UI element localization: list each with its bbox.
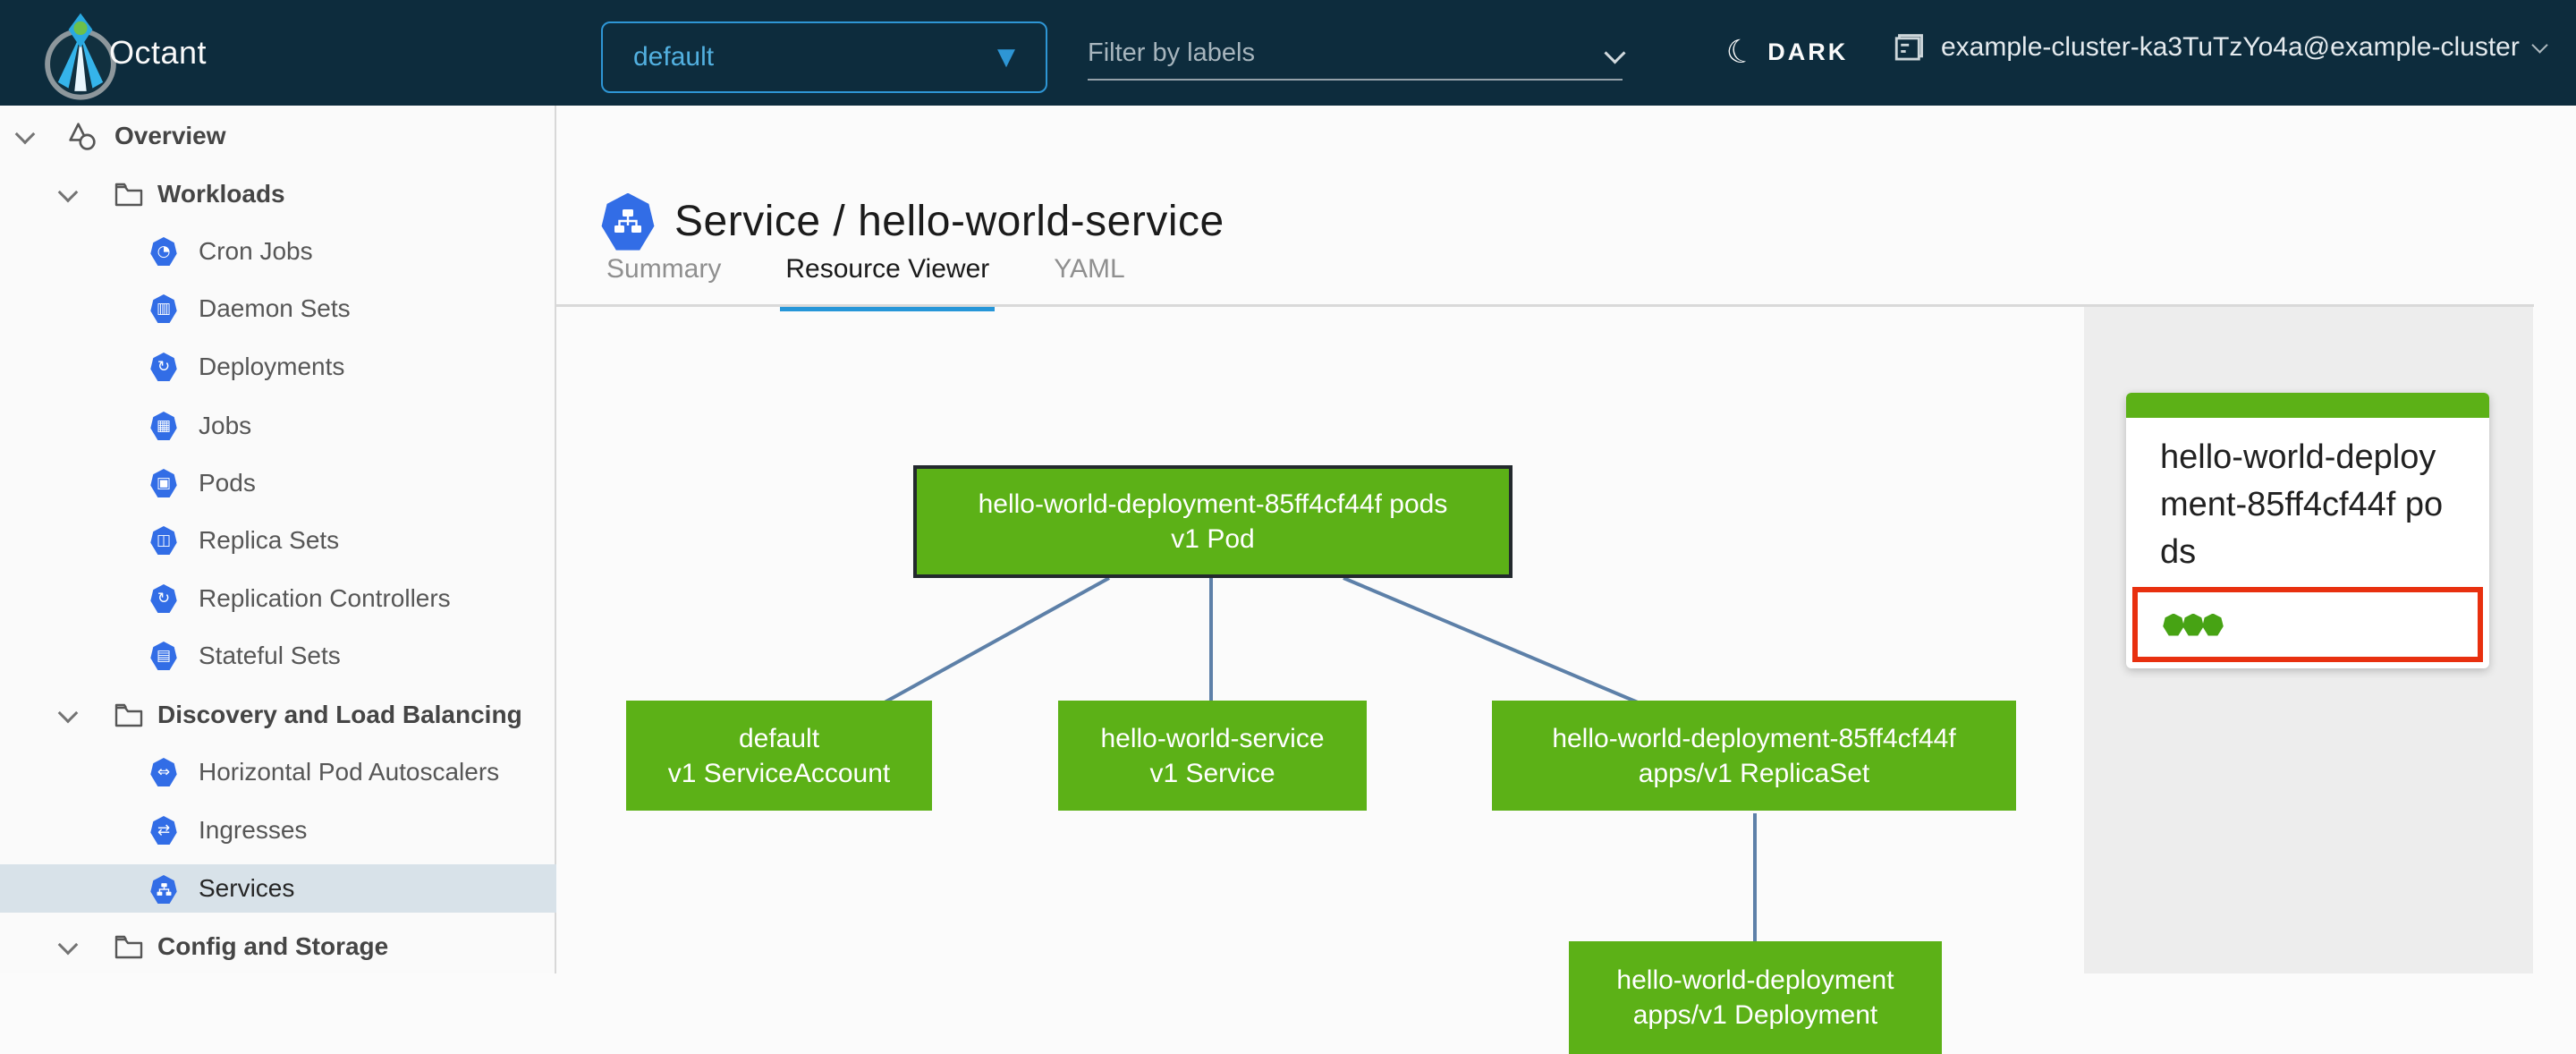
resource-graph: hello-world-deployment-85ff4cf44f pods v… <box>556 307 2084 1054</box>
replica-sets-icon: ◫ <box>150 526 177 555</box>
chevron-down-icon[interactable] <box>57 702 79 724</box>
detail-panel: hello-world-deployment-85ff4cf44f pods <box>2084 307 2533 973</box>
page-title: Service / hello-world-service <box>674 198 1224 246</box>
pod-status-box[interactable] <box>2132 587 2483 662</box>
context-value: example-cluster-ka3TuTzYo4a@example-clus… <box>1941 32 2520 62</box>
label-filter-input[interactable]: Filter by labels <box>1088 27 1626 81</box>
sidebar-item-label: Stateful Sets <box>199 642 341 669</box>
sidebar-item-label: Pods <box>199 469 256 497</box>
horizontal-pod-autoscalers-icon: ⇔ <box>150 758 177 786</box>
sidebar-item-label: Cron Jobs <box>199 237 313 265</box>
graph-edges <box>884 576 1757 941</box>
sidebar-item-horizontal-pod-autoscalers[interactable]: ⇔ Horizontal Pod Autoscalers <box>0 747 556 797</box>
replication-controllers-icon: ↻ <box>150 584 177 613</box>
tab-divider <box>556 304 2534 307</box>
node-label: hello-world-deployment <box>1616 965 1894 995</box>
app-header: Octant default ▼ Filter by labels ☾ DARK… <box>0 0 2576 106</box>
sidebar-item-label: Horizontal Pod Autoscalers <box>199 758 500 786</box>
node-sublabel: apps/v1 Deployment <box>1632 1000 1878 1030</box>
node-sublabel: v1 Service <box>1149 758 1275 788</box>
moon-icon: ☾ <box>1722 30 1759 74</box>
node-sublabel: v1 Pod <box>1171 524 1255 554</box>
page-head: Service / hello-world-service <box>601 168 1224 275</box>
overview-icon <box>64 118 100 158</box>
namespace-selector[interactable]: default ▼ <box>601 21 1047 93</box>
sidebar-item-label: Jobs <box>199 412 252 439</box>
deployments-icon: ↻ <box>150 353 177 381</box>
octant-logo <box>34 7 127 100</box>
app-title: Octant <box>109 34 208 71</box>
tab-yaml[interactable]: YAML <box>1054 254 1125 284</box>
sidebar-item-label: Ingresses <box>199 816 308 844</box>
tab-bar: Summary Resource Viewer YAML <box>601 254 1131 311</box>
chevron-down-icon <box>2531 36 2548 54</box>
node-label: hello-world-deployment-85ff4cf44f <box>1552 723 1956 753</box>
graph-node-serviceaccount[interactable]: default v1 ServiceAccount <box>626 701 932 811</box>
selected-node-card: hello-world-deployment-85ff4cf44f pods <box>2126 393 2489 668</box>
sidebar-item-replica-sets[interactable]: ◫ Replica Sets <box>0 515 556 565</box>
sidebar-item-label: Workloads <box>157 180 285 208</box>
daemon-sets-icon: ▥ <box>150 294 177 323</box>
sidebar-item-overview[interactable]: Overview <box>0 111 556 161</box>
node-label: hello-world-service <box>1100 723 1325 753</box>
theme-toggle-button[interactable]: ☾ DARK <box>1722 30 1849 74</box>
graph-node-pod[interactable]: hello-world-deployment-85ff4cf44f pods v… <box>913 465 1513 578</box>
pod-ok-dot <box>2182 613 2204 636</box>
pod-ok-dot <box>2163 613 2184 636</box>
folder-icon <box>113 701 145 734</box>
namespace-value: default <box>633 42 715 72</box>
sidebar-item-pods[interactable]: ▣ Pods <box>0 458 556 508</box>
sidebar-item-discovery-and-load-balancing[interactable]: Discovery and Load Balancing <box>0 690 556 740</box>
sidebar-item-label: Daemon Sets <box>199 294 351 322</box>
sidebar-item-daemon-sets[interactable]: ▥ Daemon Sets <box>0 284 556 334</box>
pods-icon: ▣ <box>150 469 177 497</box>
context-selector[interactable]: example-cluster-ka3TuTzYo4a@example-clus… <box>1894 32 2548 63</box>
tab-resource-viewer[interactable]: Resource Viewer <box>780 254 996 311</box>
node-sublabel: v1 ServiceAccount <box>667 758 891 788</box>
sidebar-item-services[interactable]: Services <box>0 864 556 913</box>
sidebar-item-label: Replica Sets <box>199 526 340 554</box>
graph-node-replicaset[interactable]: hello-world-deployment-85ff4cf44f apps/v… <box>1492 701 2016 811</box>
sidebar-item-stateful-sets[interactable]: ▤ Stateful Sets <box>0 631 556 681</box>
chevron-down-icon[interactable] <box>57 182 79 203</box>
node-label: default <box>738 723 820 753</box>
stateful-sets-icon: ▤ <box>150 642 177 670</box>
sidebar-item-label: Config and Storage <box>157 932 389 960</box>
service-icon <box>601 192 655 251</box>
cluster-icon <box>1894 34 1923 61</box>
theme-toggle-label: DARK <box>1767 38 1849 65</box>
folder-icon <box>113 932 145 965</box>
sidebar-item-jobs[interactable]: ▦ Jobs <box>0 401 556 451</box>
folder-icon <box>113 180 145 213</box>
node-sublabel: apps/v1 ReplicaSet <box>1638 758 1870 788</box>
pod-ok-dot <box>2202 613 2224 636</box>
tab-summary[interactable]: Summary <box>606 254 722 284</box>
sidebar-item-label: Overview <box>114 122 226 149</box>
ingresses-icon: ⇄ <box>150 816 177 845</box>
sidebar-item-deployments[interactable]: ↻ Deployments <box>0 342 556 392</box>
services-icon <box>150 875 177 904</box>
node-label: hello-world-deployment-85ff4cf44f pods <box>978 489 1448 519</box>
label-filter-placeholder: Filter by labels <box>1088 38 1255 67</box>
sidebar-item-label: Discovery and Load Balancing <box>157 701 522 728</box>
chevron-down-icon[interactable] <box>14 123 36 145</box>
chevron-down-icon[interactable] <box>57 934 79 956</box>
caret-down-icon: ▼ <box>997 44 1015 71</box>
sidebar-item-replication-controllers[interactable]: ↻ Replication Controllers <box>0 574 556 624</box>
sidebar-item-label: Deployments <box>199 353 345 380</box>
sidebar-item-cron-jobs[interactable]: ◔ Cron Jobs <box>0 226 556 276</box>
card-status-bar <box>2126 393 2489 418</box>
graph-node-service[interactable]: hello-world-service v1 Service <box>1058 701 1367 811</box>
sidebar-item-config-and-storage[interactable]: Config and Storage <box>0 922 556 972</box>
sidebar-item-label: Services <box>199 874 295 902</box>
sidebar-item-ingresses[interactable]: ⇄ Ingresses <box>0 805 556 855</box>
jobs-icon: ▦ <box>150 412 177 440</box>
card-title: hello-world-deployment-85ff4cf44f pods <box>2160 438 2444 571</box>
chevron-down-icon[interactable] <box>1604 41 1626 64</box>
graph-node-deployment[interactable]: hello-world-deployment apps/v1 Deploymen… <box>1569 941 1942 1054</box>
sidebar-item-workloads[interactable]: Workloads <box>0 169 556 219</box>
sidebar-item-label: Replication Controllers <box>199 584 451 612</box>
cron-jobs-icon: ◔ <box>150 237 177 266</box>
